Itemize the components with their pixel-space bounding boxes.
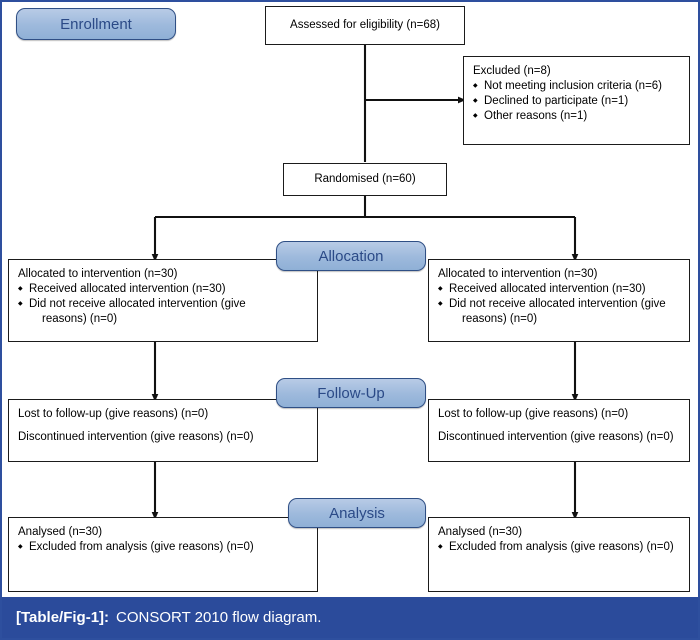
excluded-bullet-list: Not meeting inclusion criteria (n=6) Dec… xyxy=(473,79,681,124)
phase-analysis-text: Analysis xyxy=(329,504,385,522)
box-randomised: Randomised (n=60) xyxy=(283,163,447,196)
allocation-right-bullet-list: Received allocated intervention (n=30) D… xyxy=(438,282,681,327)
list-item: Received allocated intervention (n=30) xyxy=(18,282,309,297)
box-assessed-for-eligibility: Assessed for eligibility (n=68) xyxy=(265,6,465,45)
box-followup-left: Lost to follow-up (give reasons) (n=0) D… xyxy=(8,399,318,462)
list-item: Declined to participate (n=1) xyxy=(473,94,681,109)
phase-label-allocation: Allocation xyxy=(276,241,426,271)
flow-connectors xyxy=(151,45,579,520)
list-item-text: Did not receive allocated intervention (… xyxy=(449,298,666,310)
box-allocation-right: Allocated to intervention (n=30) Receive… xyxy=(428,259,690,342)
analysis-left-bullet-list: Excluded from analysis (give reasons) (n… xyxy=(18,540,309,555)
figure-caption-tag: [Table/Fig-1]: xyxy=(16,609,110,626)
allocation-left-heading: Allocated to intervention (n=30) xyxy=(18,268,178,280)
phase-label-followup: Follow-Up xyxy=(276,378,426,408)
consort-flow-diagram: Enrollment Allocation Follow-Up Analysis… xyxy=(0,0,700,597)
box-excluded: Excluded (n=8) Not meeting inclusion cri… xyxy=(463,56,690,145)
list-item: Excluded from analysis (give reasons) (n… xyxy=(18,540,309,555)
box-analysis-right: Analysed (n=30) Excluded from analysis (… xyxy=(428,517,690,592)
excluded-heading: Excluded (n=8) xyxy=(473,65,551,77)
spacer xyxy=(18,422,309,430)
assessed-text: Assessed for eligibility (n=68) xyxy=(290,19,440,31)
list-item: Not meeting inclusion criteria (n=6) xyxy=(473,79,681,94)
list-item-text: Did not receive allocated intervention (… xyxy=(29,298,246,310)
list-item-continuation: reasons) (n=0) xyxy=(462,313,538,325)
figure-caption-bar: [Table/Fig-1]: CONSORT 2010 flow diagram… xyxy=(2,597,698,638)
phase-label-enrollment: Enrollment xyxy=(16,8,176,40)
phase-followup-text: Follow-Up xyxy=(317,384,385,402)
list-item-continuation: reasons) (n=0) xyxy=(42,313,118,325)
analysis-right-heading: Analysed (n=30) xyxy=(438,526,523,538)
followup-right-line-2: Discontinued intervention (give reasons)… xyxy=(438,431,674,443)
followup-left-line-1: Lost to follow-up (give reasons) (n=0) xyxy=(18,408,209,420)
randomised-text: Randomised (n=60) xyxy=(314,173,416,185)
followup-right-line-1: Lost to follow-up (give reasons) (n=0) xyxy=(438,408,629,420)
box-allocation-left: Allocated to intervention (n=30) Receive… xyxy=(8,259,318,342)
figure-caption-text: CONSORT 2010 flow diagram. xyxy=(116,609,322,626)
followup-left-line-2: Discontinued intervention (give reasons)… xyxy=(18,431,254,443)
allocation-right-heading: Allocated to intervention (n=30) xyxy=(438,268,598,280)
phase-enrollment-text: Enrollment xyxy=(60,15,132,33)
box-analysis-left: Analysed (n=30) Excluded from analysis (… xyxy=(8,517,318,592)
spacer xyxy=(438,422,681,430)
list-item: Excluded from analysis (give reasons) (n… xyxy=(438,540,681,555)
analysis-left-heading: Analysed (n=30) xyxy=(18,526,103,538)
box-followup-right: Lost to follow-up (give reasons) (n=0) D… xyxy=(428,399,690,462)
phase-label-analysis: Analysis xyxy=(288,498,426,528)
list-item: Did not receive allocated intervention (… xyxy=(438,297,681,327)
list-item: Received allocated intervention (n=30) xyxy=(438,282,681,297)
phase-allocation-text: Allocation xyxy=(318,247,384,265)
list-item: Did not receive allocated intervention (… xyxy=(18,297,309,327)
analysis-right-bullet-list: Excluded from analysis (give reasons) (n… xyxy=(438,540,681,555)
list-item: Other reasons (n=1) xyxy=(473,109,681,124)
allocation-left-bullet-list: Received allocated intervention (n=30) D… xyxy=(18,282,309,327)
